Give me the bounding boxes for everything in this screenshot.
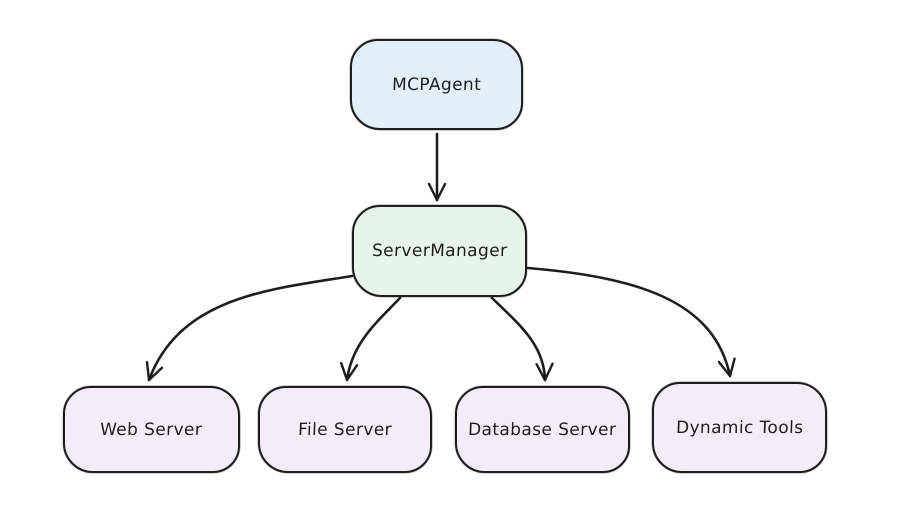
node-web-server-label: Web Server xyxy=(100,419,203,440)
node-mcp-agent: MCPAgent xyxy=(350,39,523,130)
node-web-server: Web Server xyxy=(63,386,240,473)
node-server-manager: ServerManager xyxy=(352,205,527,297)
node-database-server: Database Server xyxy=(455,386,630,473)
node-mcp-agent-label: MCPAgent xyxy=(391,74,482,95)
edge-servermanager-to-dynamic-tools xyxy=(526,266,736,378)
edge-servermanager-to-file-server xyxy=(340,296,402,382)
edge-servermanager-to-database-server xyxy=(490,296,554,382)
node-dynamic-tools: Dynamic Tools xyxy=(652,382,827,473)
node-file-server: File Server xyxy=(258,386,432,473)
node-dynamic-tools-label: Dynamic Tools xyxy=(675,417,804,438)
node-database-server-label: Database Server xyxy=(468,419,617,440)
node-file-server-label: File Server xyxy=(297,419,393,440)
node-server-manager-label: ServerManager xyxy=(371,241,508,261)
edge-servermanager-to-web-server xyxy=(145,274,354,382)
